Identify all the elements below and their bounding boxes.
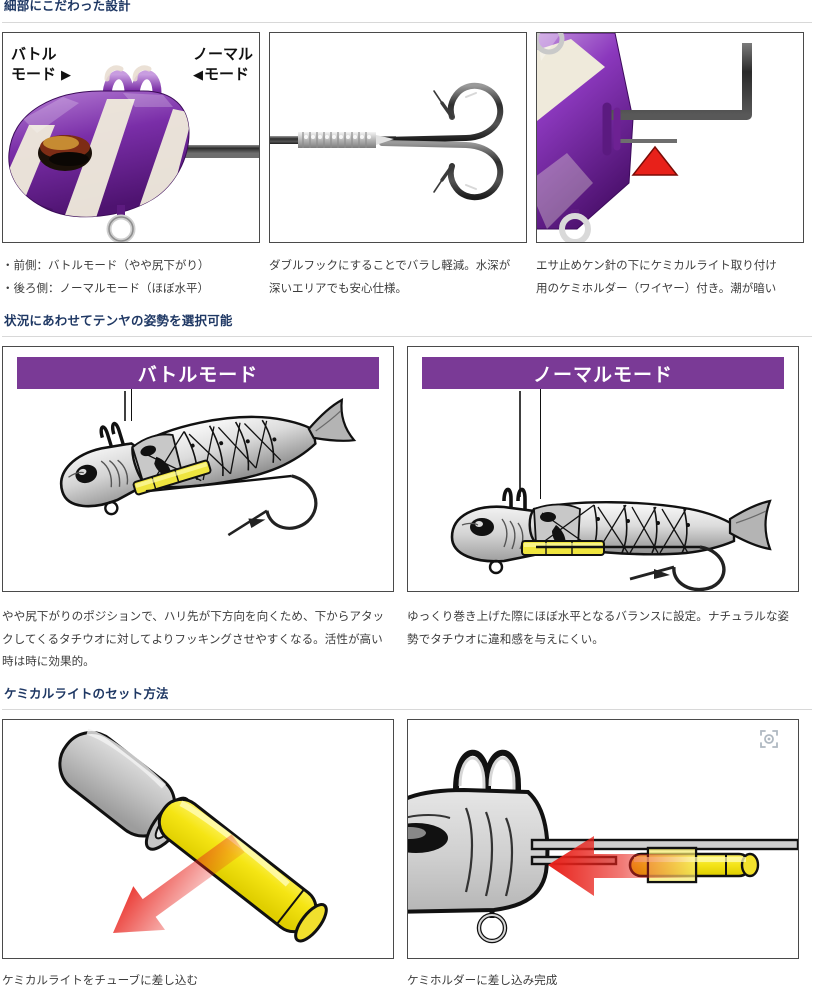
mode-caption-normal: ゆっくり巻き上げた際にほぼ水平となるバランスに設定。ナチュラルな姿勢でタチウオに… xyxy=(407,610,790,646)
battle-label-line2: モード xyxy=(11,65,57,83)
section-header-chemical-light: ケミカルライトのセット方法 xyxy=(0,688,814,711)
mode-panel-row: バトルモード xyxy=(0,346,814,592)
arrow-left-icon: ◀ xyxy=(192,67,203,83)
mode-banner-label: バトルモード xyxy=(137,364,259,386)
photo-caption-1: ・前側：バトルモード（やや尻下がり） ・後ろ側：ノーマルモード（ほぼ水平） xyxy=(2,259,210,295)
section-divider xyxy=(2,21,812,23)
chem-caption-2: ケミホルダーに差し込み完成 xyxy=(407,974,558,988)
section-divider xyxy=(2,709,812,711)
mode-caption-battle: やや尻下がりのポジションで、ハリ先が下方向を向くため、下からアタックしてくるタチ… xyxy=(2,610,385,669)
leader-line xyxy=(131,389,132,421)
photo-caption-2: ダブルフックにすることでバラし軽減。水深が 深いエリアでも安心仕様。 xyxy=(269,259,511,295)
photo-caption-row: ・前側：バトルモード（やや尻下がり） ・後ろ側：ノーマルモード（ほぼ水平） ダブ… xyxy=(0,255,814,301)
section-header-posture-select: 状況にあわせてテンヤの姿勢を選択可能 xyxy=(0,313,814,337)
kemi-holder-photo xyxy=(537,32,803,242)
photo-panel-double-hook[interactable] xyxy=(269,31,527,243)
mode-panel-normal[interactable]: ノーマルモード xyxy=(407,346,799,592)
red-arrow-icon xyxy=(112,834,245,934)
photo-panel-jig-head-modes[interactable]: バトル モード ▶ ノーマル ◀ モード xyxy=(2,31,260,243)
mode-panel-battle[interactable]: バトルモード xyxy=(2,346,394,592)
chem-panel-insert-holder[interactable] xyxy=(407,719,799,960)
normal-label-line1: ノーマル xyxy=(192,45,253,63)
photo-caption-3: エサ止めケン針の下にケミカルライト取り付け 用のケミホルダー（ワイヤー）付き。潮… xyxy=(536,259,777,295)
red-triangle-marker xyxy=(631,145,679,176)
mode-banner-normal: ノーマルモード xyxy=(422,357,784,389)
jig-head-photo xyxy=(3,32,259,242)
holder-insert-illustration xyxy=(408,720,798,959)
arrow-right-icon: ▶ xyxy=(61,67,72,83)
label-normal-mode: ノーマル ◀ モード xyxy=(193,45,253,86)
leader-line xyxy=(540,389,541,499)
chem-caption-row: ケミカルライトをチューブに差し込む ケミホルダーに差し込み完成 xyxy=(0,972,814,991)
normal-mode-illustration xyxy=(450,391,772,591)
section-title: 状況にあわせてテンヤの姿勢を選択可能 xyxy=(4,313,233,328)
section-title: 細部にこだわった設計 xyxy=(4,0,131,13)
mode-banner-battle: バトルモード xyxy=(17,357,379,389)
photo-panel-kemi-holder[interactable] xyxy=(536,31,804,243)
mode-banner-label: ノーマルモード xyxy=(532,364,673,386)
label-battle-mode: バトル モード ▶ xyxy=(11,45,71,86)
photo-panel-row: バトル モード ▶ ノーマル ◀ モード xyxy=(0,31,814,243)
mode-caption-row: やや尻下がりのポジションで、ハリ先が下方向を向くため、下からアタックしてくるタチ… xyxy=(0,606,814,674)
normal-label-line2: モード xyxy=(203,65,249,83)
chem-panel-row xyxy=(0,719,814,960)
chem-caption-1: ケミカルライトをチューブに差し込む xyxy=(2,974,199,988)
double-hook-photo xyxy=(270,32,526,242)
tube-and-light-illustration xyxy=(3,720,393,959)
chem-panel-insert-tube[interactable] xyxy=(2,719,394,960)
section-divider xyxy=(2,336,812,337)
red-arrow-icon xyxy=(548,836,696,897)
battle-mode-illustration xyxy=(59,391,357,537)
battle-label-line1: バトル xyxy=(11,45,57,63)
section-title: ケミカルライトのセット方法 xyxy=(4,686,169,701)
section-header-detail-design: 細部にこだわった設計 xyxy=(0,0,814,23)
expand-zoom-icon[interactable] xyxy=(760,730,778,749)
